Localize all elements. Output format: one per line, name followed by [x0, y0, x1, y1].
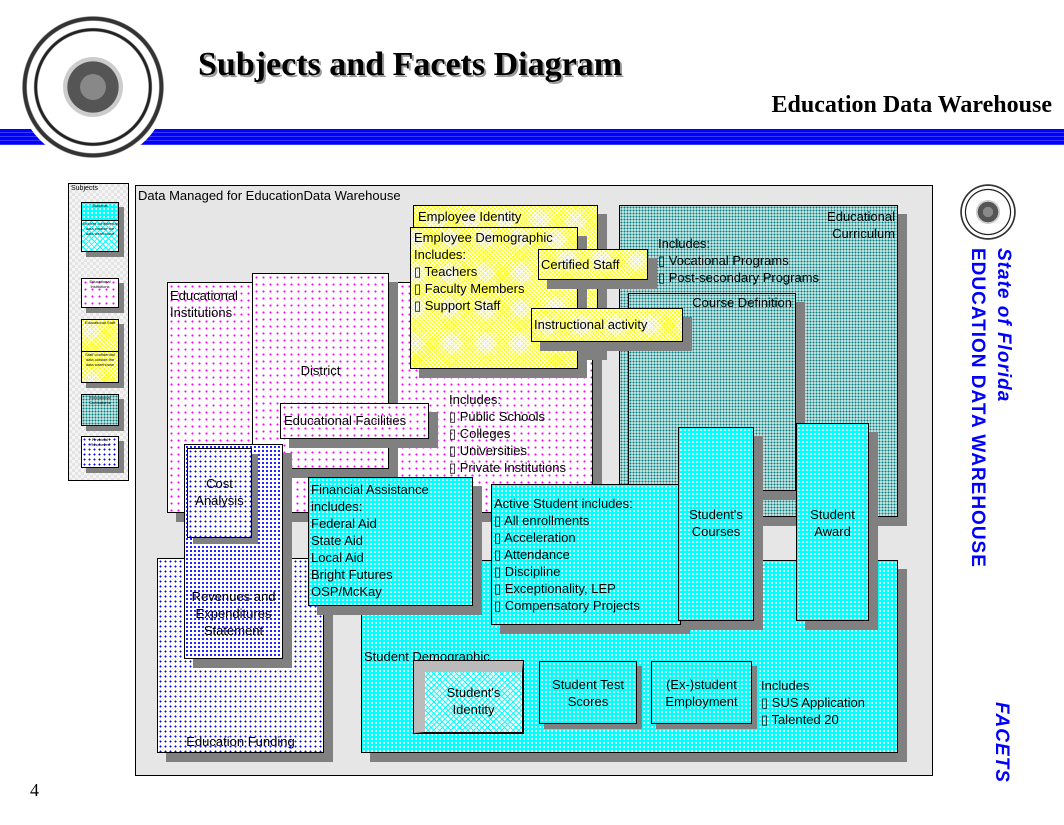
list-item: All enrollments: [494, 512, 678, 529]
legend-title: Subjects: [71, 185, 98, 192]
facilities-label: Educational Facilities: [284, 413, 407, 428]
cost-analysis-label: Cost Analysis: [195, 476, 244, 508]
includes-label: Includes:: [658, 236, 711, 251]
educational-facilities-box: Educational Facilities: [280, 403, 429, 439]
legend-institutions: Educational Institutions: [81, 278, 119, 308]
list-item: Federal Aid: [311, 516, 377, 531]
subjects-legend: Subjects Students Student confidential d…: [68, 183, 129, 481]
list-item: Post-secondary Programs: [658, 269, 819, 286]
certified-staff-box: Certified Staff: [538, 249, 648, 280]
header-blue-bar: [0, 129, 1064, 145]
list-item: Public Schools: [449, 408, 566, 425]
includes-label: Includes:: [449, 392, 502, 407]
employee-identity-label: Employee Identity: [418, 209, 522, 224]
curriculum-title: Educational Curriculum: [827, 209, 895, 241]
course-definition-label: Course Definition: [692, 295, 792, 310]
instructional-activity-label: Instructional activity: [534, 317, 648, 332]
student-award-label: Student Award: [810, 507, 855, 539]
district-box: District: [252, 273, 389, 469]
list-item: Teachers: [414, 263, 574, 280]
list-item: Colleges: [449, 425, 566, 442]
list-item: Talented 20: [761, 711, 865, 728]
instructional-activity-box: Instructional activity: [531, 308, 683, 342]
panel-title: Data Managed for EducationData Warehouse: [138, 188, 401, 203]
legend-staff-confidential: Staff confidential data outside the data…: [81, 351, 119, 383]
student-employment-box: (Ex-)student Employment: [651, 661, 752, 724]
legend-staff: Educational Staff: [81, 319, 119, 352]
page-number: 4: [30, 780, 39, 800]
facets-label: FACETS: [991, 702, 1012, 783]
financial-assistance-title: Financial Assistance includes:: [311, 482, 429, 514]
curriculum-includes: Includes: Vocational ProgramsPost-second…: [658, 235, 819, 286]
list-item: Discipline: [494, 563, 678, 580]
list-item: Universities: [449, 442, 566, 459]
page-subtitle: Education Data Warehouse: [771, 92, 1053, 118]
district-label: District: [300, 363, 341, 378]
list-item: Vocational Programs: [658, 252, 819, 269]
students-courses-label: Student's Courses: [689, 507, 743, 539]
legend-students: Students: [81, 202, 119, 221]
list-item: Private Institutions: [449, 459, 566, 476]
active-student-box: Active Student includes: All enrollments…: [491, 484, 681, 625]
students-courses-box: Student's Courses: [678, 427, 754, 621]
page-title: Subjects and Facets Diagram: [198, 46, 623, 83]
certified-staff-label: Certified Staff: [541, 257, 620, 272]
list-item: State Aid: [311, 533, 364, 548]
test-scores-label: Student Test Scores: [551, 677, 625, 709]
employee-demographic-box: Employee Demographic Includes: TeachersF…: [410, 227, 578, 369]
legend-curriculums: Educational Curriculums: [81, 394, 119, 426]
student-award-box: Student Award: [796, 423, 869, 621]
financial-assistance-box: Financial Assistance includes: Federal A…: [308, 477, 473, 606]
legend-student-confidential: Student confidential data outside the da…: [81, 220, 119, 252]
student-includes: Includes SUS ApplicationTalented 20: [761, 677, 865, 728]
florida-seal-logo: [18, 12, 168, 162]
list-item: Acceleration: [494, 529, 678, 546]
list-item: Compensatory Projects: [494, 597, 678, 614]
state-of-florida-label: State of Florida: [993, 248, 1014, 403]
student-test-scores-box: Student Test Scores: [539, 661, 637, 724]
includes-label: Includes:: [414, 247, 467, 262]
list-item: SUS Application: [761, 694, 865, 711]
education-funding-label: Education Funding: [186, 734, 295, 749]
includes-label: Includes: [761, 678, 810, 693]
institutions-title: Educational Institutions: [170, 288, 238, 320]
active-student-title: Active Student includes:: [494, 496, 633, 511]
students-identity-box: Student's Identity: [413, 660, 524, 734]
legend-financial: Financial Resources: [81, 436, 119, 468]
revenues-label: Revenues and Expenditures Statement: [191, 589, 276, 638]
employment-label: (Ex-)student Employment: [665, 677, 738, 709]
students-identity-label: Student's Identity: [446, 685, 501, 717]
list-item: OSP/McKay: [311, 584, 382, 599]
edw-vertical-label: EDUCATION DATA WAREHOUSE: [967, 248, 988, 568]
list-item: Exceptionality, LEP: [494, 580, 678, 597]
list-item: Local Aid: [311, 550, 364, 565]
list-item: Support Staff: [414, 297, 574, 314]
student-demographic-label: Student Demographic: [364, 649, 490, 664]
institutions-includes: Includes: Public SchoolsCollegesUniversi…: [449, 391, 566, 476]
employee-demographic-label: Employee Demographic: [414, 230, 553, 245]
list-item: Faculty Members: [414, 280, 574, 297]
list-item: Attendance: [494, 546, 678, 563]
florida-seal-small-logo: [958, 183, 1018, 241]
cost-analysis-box: Cost Analysis: [187, 448, 252, 538]
list-item: Bright Futures: [311, 567, 393, 582]
